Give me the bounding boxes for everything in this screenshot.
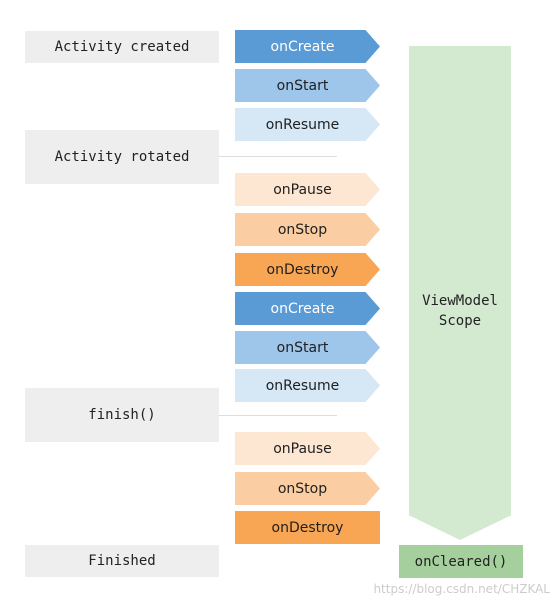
stage-finished: Finished bbox=[25, 545, 219, 577]
event-ondestroy: onDestroy bbox=[235, 511, 380, 544]
event-onpause: onPause bbox=[235, 432, 380, 465]
stage-activity-rotated: Activity rotated bbox=[25, 130, 219, 184]
viewmodel-scope-bar bbox=[409, 46, 511, 540]
event-onstop: onStop bbox=[235, 472, 380, 505]
rotated-divider bbox=[219, 156, 337, 157]
finish-divider bbox=[219, 415, 337, 416]
stage-activity-created: Activity created bbox=[25, 31, 219, 63]
stage-finish: finish() bbox=[25, 388, 219, 442]
event-onresume: onResume bbox=[235, 108, 380, 141]
event-ondestroy: onDestroy bbox=[235, 253, 380, 286]
event-oncreate: onCreate bbox=[235, 292, 380, 325]
scope-line-1: ViewModel bbox=[422, 293, 498, 309]
viewmodel-scope-label: ViewModel Scope bbox=[409, 291, 511, 331]
oncleared-box: onCleared() bbox=[399, 545, 523, 578]
event-onstop: onStop bbox=[235, 213, 380, 246]
scope-line-2: Scope bbox=[438, 313, 482, 329]
event-onresume: onResume bbox=[235, 369, 380, 402]
watermark: https://blog.csdn.net/CHZKAL bbox=[373, 582, 550, 596]
event-onpause: onPause bbox=[235, 173, 380, 206]
event-oncreate: onCreate bbox=[235, 30, 380, 63]
event-onstart: onStart bbox=[235, 331, 380, 364]
event-onstart: onStart bbox=[235, 69, 380, 102]
